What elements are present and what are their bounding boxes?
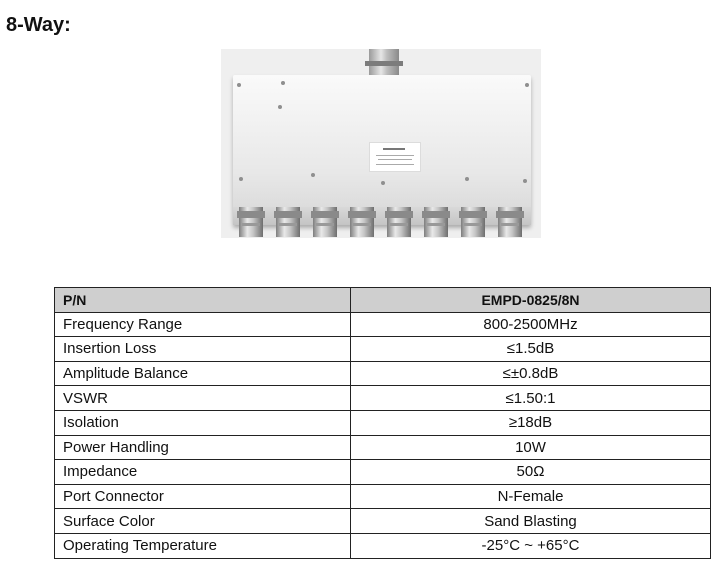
- output-port: [237, 207, 265, 237]
- row-value: Sand Blasting: [350, 508, 711, 534]
- table-row: Insertion Loss ≤1.5dB: [54, 336, 711, 362]
- header-label: P/N: [54, 287, 351, 313]
- row-label: Operating Temperature: [54, 532, 351, 559]
- screw: [239, 177, 243, 181]
- row-value: 10W: [350, 434, 711, 461]
- table-row: Surface Color Sand Blasting: [54, 508, 711, 534]
- row-label: VSWR: [54, 385, 351, 411]
- row-label: Surface Color: [54, 508, 351, 534]
- table-row: Operating Temperature -25°C ~ +65°C: [54, 532, 711, 559]
- row-value: ≤±0.8dB: [350, 360, 711, 387]
- screw: [237, 83, 241, 87]
- table-row: Frequency Range 800-2500MHz: [54, 311, 711, 338]
- output-port: [348, 207, 376, 237]
- output-port: [274, 207, 302, 237]
- row-value: N-Female: [350, 483, 711, 510]
- output-port: [385, 207, 413, 237]
- output-port: [459, 207, 487, 237]
- row-value: ≤1.50:1: [350, 385, 711, 411]
- screw: [381, 181, 385, 185]
- row-label: Insertion Loss: [54, 336, 351, 362]
- row-label: Isolation: [54, 409, 351, 436]
- output-port: [311, 207, 339, 237]
- table-row: Isolation ≥18dB: [54, 409, 711, 436]
- table-header-row: P/N EMPD-0825/8N: [54, 287, 711, 313]
- table-row: Port Connector N-Female: [54, 483, 711, 510]
- row-label: Port Connector: [54, 483, 351, 510]
- row-value: ≤1.5dB: [350, 336, 711, 362]
- output-port: [496, 207, 524, 237]
- row-label: Impedance: [54, 459, 351, 485]
- row-label: Amplitude Balance: [54, 360, 351, 387]
- row-value: 50Ω: [350, 459, 711, 485]
- screw: [465, 177, 469, 181]
- product-photo: [221, 49, 541, 238]
- row-label: Frequency Range: [54, 311, 351, 338]
- screw: [523, 179, 527, 183]
- spec-table: P/N EMPD-0825/8N Frequency Range 800-250…: [54, 287, 711, 559]
- screw: [278, 105, 282, 109]
- product-label-sticker: [369, 142, 421, 172]
- row-label: Power Handling: [54, 434, 351, 461]
- output-port: [422, 207, 450, 237]
- section-heading: 8-Way:: [6, 14, 71, 36]
- table-row: Impedance 50Ω: [54, 459, 711, 485]
- header-value: EMPD-0825/8N: [350, 287, 711, 313]
- screw: [525, 83, 529, 87]
- row-value: ≥18dB: [350, 409, 711, 436]
- screw: [281, 81, 285, 85]
- row-value: -25°C ~ +65°C: [350, 532, 711, 559]
- table-row: Amplitude Balance ≤±0.8dB: [54, 360, 711, 387]
- row-value: 800-2500MHz: [350, 311, 711, 338]
- table-row: Power Handling 10W: [54, 434, 711, 461]
- screw: [311, 173, 315, 177]
- splitter-body: [233, 75, 531, 225]
- table-row: VSWR ≤1.50:1: [54, 385, 711, 411]
